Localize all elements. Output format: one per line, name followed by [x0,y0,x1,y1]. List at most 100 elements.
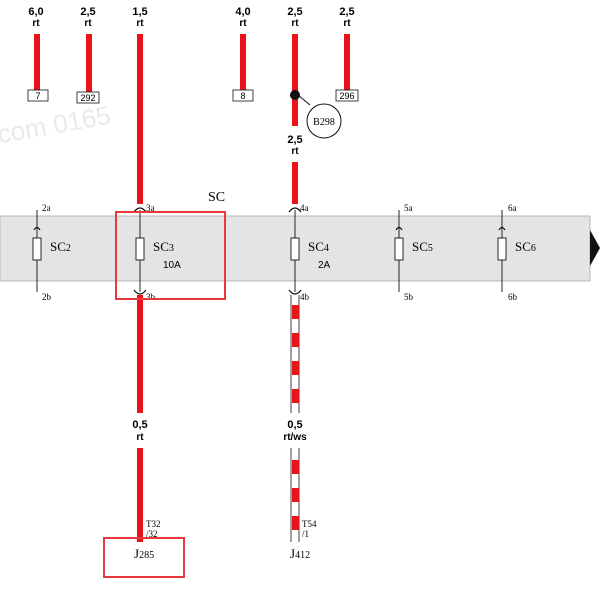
wire-stripe [292,516,299,530]
wire-stripe [292,389,299,403]
ref-box [27,89,49,102]
top-wire-color: rt [32,18,40,29]
connector-b298 [306,103,342,139]
wire-segment [240,34,246,90]
top-wire-gauge: 2,5 [287,6,302,18]
splice-link [297,94,311,106]
wire-color: rt/ws [283,432,307,443]
splice-node [290,90,300,100]
fuse-name: SC5 [412,239,433,254]
wire-color: rt [291,146,299,157]
terminal-top-sc2 [33,226,41,231]
fuse-pin-out: 6b [508,292,518,302]
wire-segment [137,34,143,204]
top-wire-color: rt [84,18,92,29]
fuse-pin-out: 5b [404,292,414,302]
fuse-icon [135,237,145,261]
top-wire-gauge: 4,0 [235,6,250,18]
fuse-sc4: 4a 4b SC4 2A [290,203,331,302]
wire-stripe [292,460,299,474]
continuation-arrow-icon [590,230,600,266]
ref-box [76,91,100,104]
fuse-sc5: 5a 5b SC5 [394,203,433,302]
fuse-name: SC2 [50,239,71,254]
watermark-text-1: .com 0165 [0,100,113,151]
pin-label-line1: T54 [302,519,317,529]
fuse-sc3: 3a 3b SC3 10A [135,203,181,302]
connector-b298-label: B298 [313,117,335,128]
wire-stripe [292,333,299,347]
wire-segment [137,295,143,413]
fuse-pin-out: 4b [300,292,310,302]
fuse-icon [497,237,507,261]
fuse-name: SC3 [153,239,174,254]
fuse-rating: 2A [318,260,331,271]
fuse-pin-in: 2a [42,203,51,213]
fuse-name: SC4 [308,239,329,254]
fuse-icon [394,237,404,261]
terminal-top-sc6 [498,226,506,231]
fuse-rating: 10A [163,260,181,271]
lower-wire-j412: 0,5 rt/ws T54 /1 J412 [283,295,317,561]
top-wire-gauge: 1,5 [132,6,147,18]
wire-stripe [292,488,299,502]
top-wire-3: 1,5 rt [132,6,148,204]
fuse-pin-in: 4a [300,203,309,213]
fuse-icon [32,237,42,261]
fuse-pin-out: 3b [146,292,156,302]
wire-segment [137,448,143,542]
wire-color: rt [136,432,144,443]
fuse-name: SC6 [515,239,536,254]
highlight-box-sc3 [115,211,226,300]
wire-gauge: 2,5 [287,134,302,146]
terminal-top-sc4 [288,207,302,213]
fuse-pin-out: 2b [42,292,52,302]
top-wire-gauge: 2,5 [80,6,95,18]
ref-number: 296 [339,91,354,101]
top-wire-2: 2,5 rt 292 [76,6,100,104]
component-label: J285 [134,546,154,561]
top-wire-gauge: 6,0 [28,6,43,18]
fuse-box-label: SC [208,190,225,205]
wire-segment [292,34,298,126]
top-wire-color: rt [291,18,299,29]
top-wire-color: rt [239,18,247,29]
fuse-sc2: 2a 2b SC2 [32,203,71,302]
wire-gauge: 0,5 [287,419,302,431]
fuse-pin-in: 5a [404,203,413,213]
ref-box [335,89,359,102]
terminal-top-sc3 [133,207,147,213]
top-wire-6: 2,5 rt 296 [335,6,359,102]
terminal-bottom-sc3 [133,289,147,295]
top-wire-color: rt [343,18,351,29]
terminal-bottom-sc4 [288,289,302,295]
highlight-box-j285 [103,537,185,578]
wire-segment [292,162,298,204]
watermark: .com 0165 [0,100,113,151]
fuse-icon [290,237,300,261]
wire-stripe [292,305,299,319]
ref-number: 7 [35,91,40,101]
ref-number: 292 [80,93,95,103]
top-wire-5: 2,5 rt B298 2,5 rt [287,6,342,204]
ref-number: 8 [240,91,245,101]
pin-label-line2: /1 [302,529,309,539]
terminal-top-sc5 [395,226,403,231]
fuse-pin-in: 3a [146,203,155,213]
fuse-pin-in: 6a [508,203,517,213]
ref-box [232,89,254,102]
top-wire-color: rt [136,18,144,29]
component-label: J412 [290,546,310,561]
wire-stripe [292,361,299,375]
wire-segment [344,34,350,90]
wire-segment [86,34,92,92]
wire-segment [34,34,40,90]
fuse-sc6: 6a 6b SC6 [497,203,536,302]
wire-gauge: 0,5 [132,419,147,431]
pin-label-line2: /32 [146,529,158,539]
top-wire-4: 4,0 rt 8 [232,6,254,102]
top-wire-1: 6,0 rt 7 [27,6,49,102]
terminal-markers [33,207,506,295]
